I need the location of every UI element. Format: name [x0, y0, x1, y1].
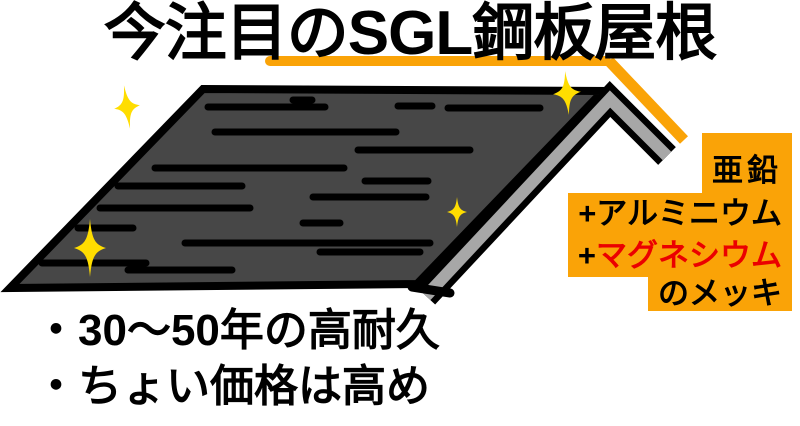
page-title: 今注目のSGL鋼板屋根 — [103, 0, 717, 68]
callout-line-plating: のメッキ — [648, 277, 792, 311]
title-underline — [265, 56, 611, 66]
roof-stripe-texture — [38, 96, 544, 274]
roof-edge-band — [407, 81, 676, 305]
callout-aluminium-text: アルミニウム — [596, 196, 782, 231]
roof-panel — [0, 84, 613, 293]
sparkle-icons — [74, 71, 581, 277]
plus-sign: + — [578, 196, 597, 231]
callout-connector-line — [605, 57, 688, 144]
coating-callout: 亜鉛 +アルミニウム +マグネシウム のメッキ — [567, 133, 792, 311]
bullet-durability: ・30〜50年の高耐久 — [34, 306, 440, 355]
callout-line-zinc: 亜鉛 — [702, 133, 792, 193]
sparkle-icon-top-left — [114, 85, 140, 129]
callout-line-aluminium: +アルミニウム — [568, 193, 792, 235]
callout-line-magnesium: +マグネシウム — [567, 235, 792, 277]
feature-bullets: ・30〜50年の高耐久 ・ちょい価格は高め — [34, 303, 440, 415]
sparkle-icon-ridge — [553, 71, 581, 115]
sparkle-icon-small — [447, 197, 467, 227]
sparkle-icon-bottom-left — [74, 219, 106, 277]
callout-magnesium-text: マグネシウム — [596, 238, 782, 273]
bullet-price: ・ちょい価格は高め — [34, 362, 430, 411]
plus-sign: + — [577, 238, 596, 273]
